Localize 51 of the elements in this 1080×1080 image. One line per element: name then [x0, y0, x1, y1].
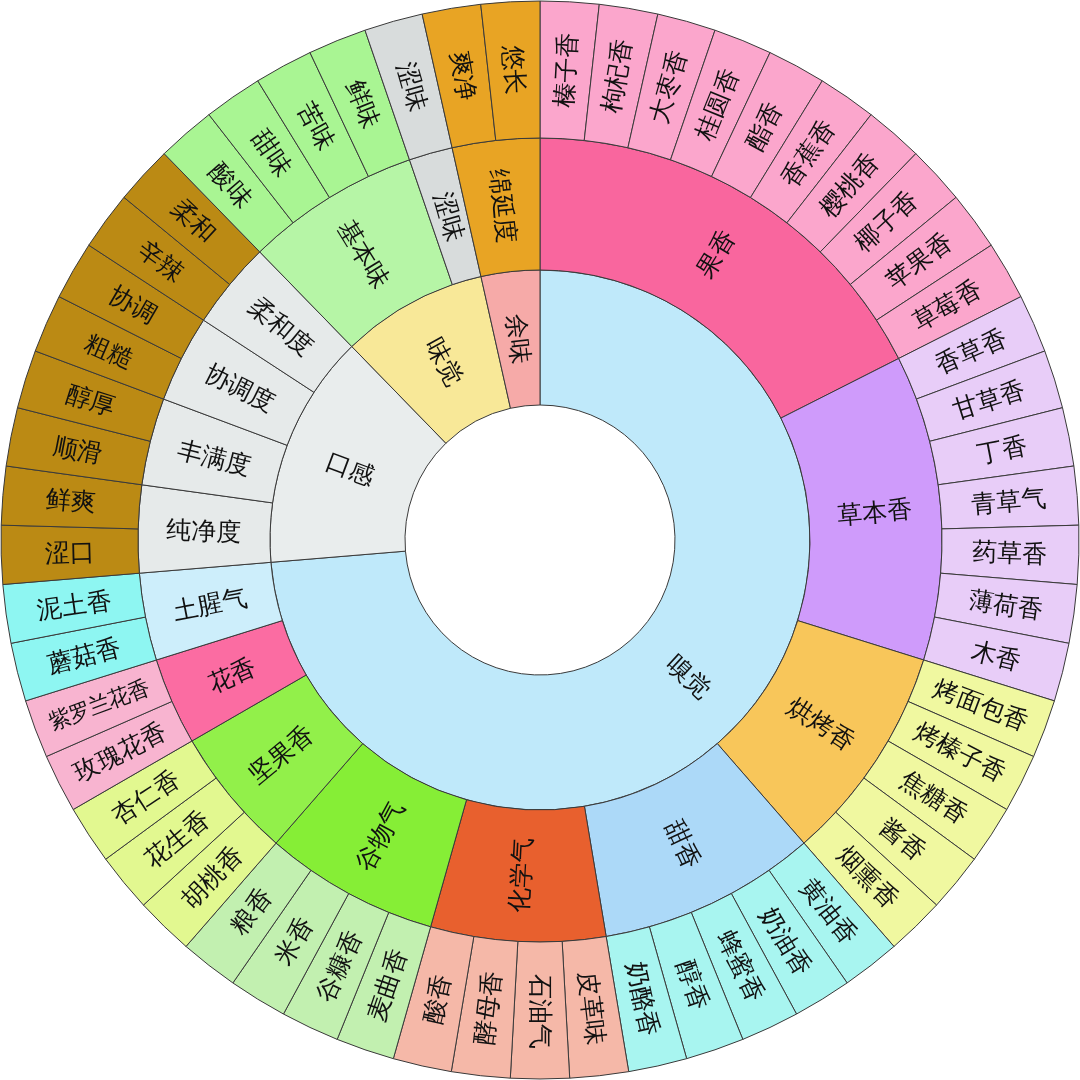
- segment-label: 木香: [968, 637, 1024, 674]
- segment-label: 口感: [322, 448, 379, 490]
- segment-label: 酯香: [741, 98, 787, 155]
- segment-label: 烘烤香: [783, 692, 860, 755]
- segment-label: 桂圆香: [691, 64, 743, 144]
- segment-label: 榛子香: [551, 32, 581, 109]
- segment-label: 青草气: [970, 485, 1048, 517]
- segment-label: 大枣香: [645, 47, 691, 127]
- segment-label: 酸香: [419, 972, 455, 1027]
- segment-label: 柔和度: [243, 292, 318, 360]
- segment-label: 粗糙: [81, 329, 138, 373]
- segment-label: 薄荷香: [967, 587, 1045, 623]
- segment-label: 谷物气: [351, 796, 409, 875]
- segment-label: 甜香: [661, 815, 706, 872]
- segment-label: 纯净度: [166, 517, 242, 545]
- segment-label: 皮革味: [575, 969, 609, 1047]
- segment-label: 草本香: [836, 496, 914, 528]
- segment-label: 顺滑: [51, 432, 106, 467]
- segment-label: 果香: [692, 225, 740, 282]
- segment-label: 协调度: [201, 360, 280, 417]
- segment-label: 涩味: [393, 59, 431, 115]
- segment-label: 花香: [204, 653, 261, 697]
- segment-label: 坚果香: [243, 720, 318, 788]
- segment-label: 绵延度: [486, 167, 520, 245]
- segment-label: 香草香: [931, 324, 1011, 378]
- segment-label: 丰满度: [174, 436, 254, 479]
- segment-label: 蘑菇香: [44, 634, 124, 677]
- segment-label: 余味: [502, 312, 533, 365]
- segment-label: 丁香: [974, 432, 1029, 467]
- segment-label: 酵母香: [471, 969, 505, 1047]
- segment-label: 麦曲香: [363, 945, 412, 1025]
- segment-label: 涩味: [429, 189, 468, 245]
- segment-label: 鲜味: [341, 76, 384, 132]
- segment-label: 药草香: [972, 539, 1049, 567]
- segment-label: 枸杞香: [598, 36, 636, 115]
- segment-label: 鲜爽: [45, 486, 98, 516]
- segment-label: 基本味: [333, 215, 395, 293]
- segment-label: 奶酪香: [622, 959, 664, 1039]
- segment-label: 泥土香: [35, 587, 113, 623]
- segment-label: 味觉: [420, 333, 467, 390]
- segment-label: 悠长: [500, 44, 528, 96]
- segment-label: 涩口: [44, 539, 95, 567]
- segment-label: 土腥气: [171, 584, 250, 624]
- segment-label: 化学气: [506, 837, 537, 914]
- segment-label: 嗅觉: [662, 651, 716, 704]
- segment-label: 石油气: [527, 973, 553, 1048]
- segment-label: 醇香: [672, 957, 713, 1013]
- segment-label: 甘草香: [949, 376, 1029, 423]
- segment-label: 爽净: [446, 49, 479, 103]
- segment-label: 酱香: [875, 813, 931, 865]
- segment-label: 醇厚: [63, 380, 119, 419]
